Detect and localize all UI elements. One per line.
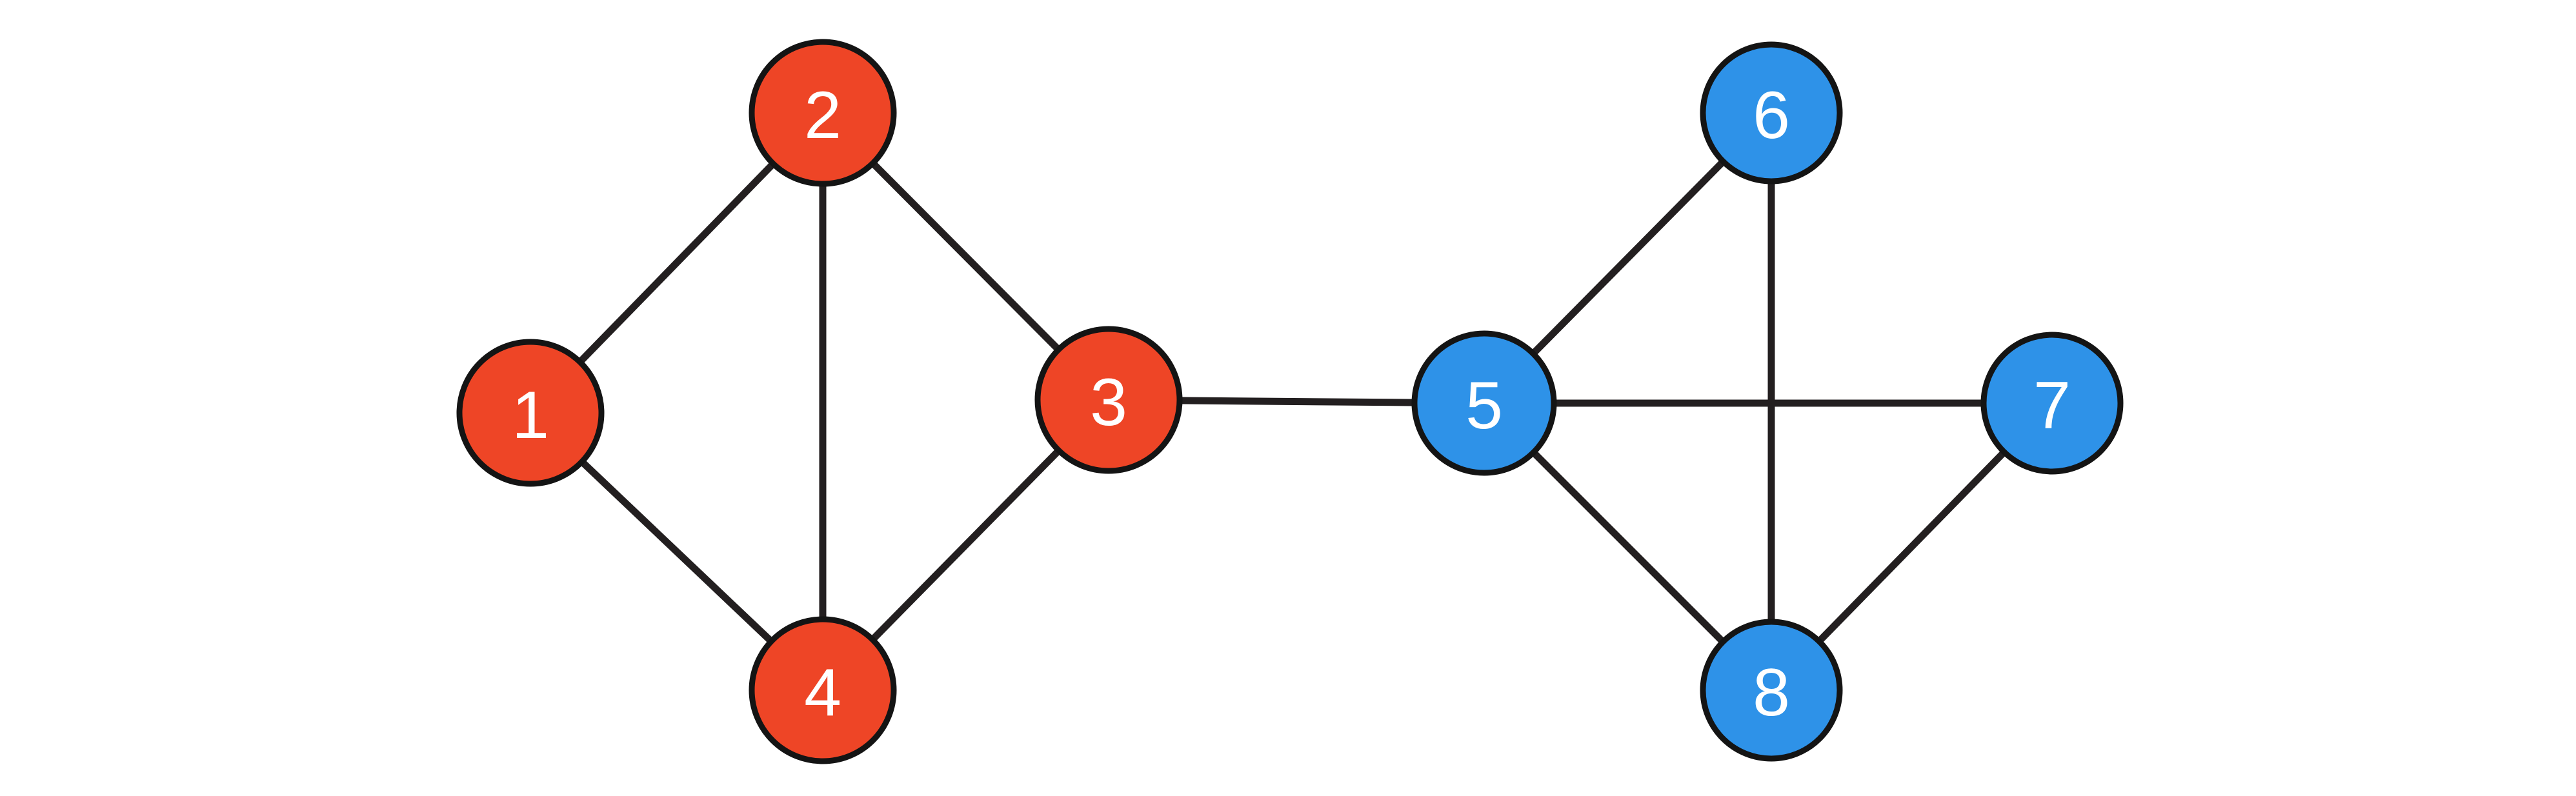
graph-edge-5-8 (1529, 448, 1727, 646)
edge-layer (576, 157, 2009, 646)
graph-edge-3-4 (868, 446, 1063, 644)
node-circle-5[interactable] (1411, 330, 1557, 476)
node-label-3: 3 (1090, 365, 1127, 440)
graph-edge-1-4 (578, 457, 776, 646)
node-circle-6[interactable] (1700, 41, 1843, 184)
node-label-4: 4 (804, 655, 841, 730)
graph-node-3[interactable]: 3 (1034, 326, 1183, 474)
graph-node-2[interactable]: 2 (749, 39, 897, 187)
node-label-5: 5 (1465, 368, 1503, 443)
graph-edge-5-6 (1529, 157, 1728, 358)
node-layer: 1 2 3 4 5 6 7 8 (456, 39, 2124, 764)
node-circle-7[interactable] (1980, 332, 2124, 475)
node-label-2: 2 (804, 78, 841, 153)
graph-node-1[interactable]: 1 (456, 339, 605, 487)
graph-edge-1-2 (576, 159, 778, 366)
node-circle-4[interactable] (749, 616, 897, 764)
node-label-6: 6 (1753, 78, 1790, 153)
graph-node-8[interactable]: 8 (1700, 619, 1843, 762)
node-circle-1[interactable] (456, 339, 605, 487)
graph-node-4[interactable]: 4 (749, 616, 897, 764)
graph-edge-7-8 (1815, 448, 2009, 646)
graph-node-7[interactable]: 7 (1980, 332, 2124, 475)
graph-edge-2-3 (868, 159, 1063, 354)
node-circle-8[interactable] (1700, 619, 1843, 762)
node-label-1: 1 (512, 378, 549, 453)
node-label-8: 8 (1753, 655, 1790, 730)
graph-edge-3-5 (1176, 397, 1418, 406)
node-circle-3[interactable] (1034, 326, 1183, 474)
graph-node-5[interactable]: 5 (1411, 330, 1557, 476)
graph-node-6[interactable]: 6 (1700, 41, 1843, 184)
node-circle-2[interactable] (749, 39, 897, 187)
node-label-7: 7 (2033, 368, 2071, 443)
